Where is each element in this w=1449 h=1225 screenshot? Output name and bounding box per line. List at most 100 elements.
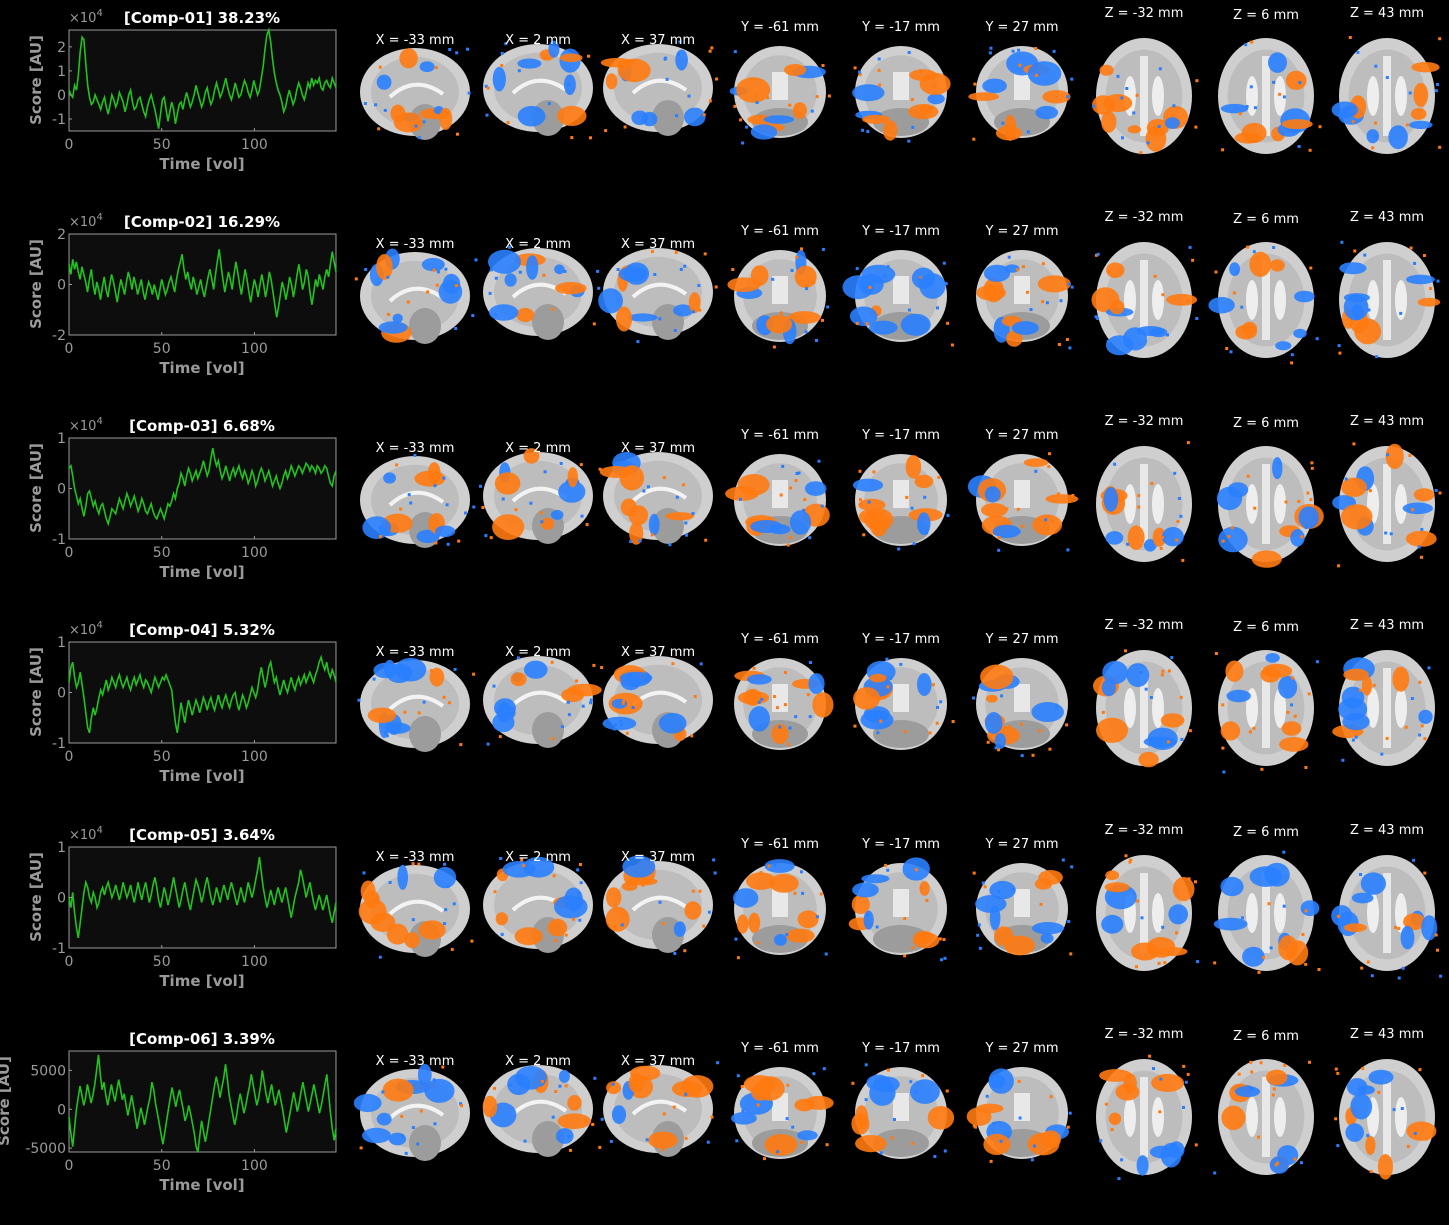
plot-area: [68, 437, 337, 540]
slice-coordinate-label: Y = -61 mm: [741, 224, 819, 239]
plot-area: [68, 641, 337, 744]
brain-slice-image: [1093, 649, 1192, 768]
slice-coordinate-label: X = 37 mm: [620, 645, 696, 660]
slice-coordinate-label: Z = 6 mm: [1233, 1029, 1299, 1044]
slice-coordinate-label: X = 37 mm: [620, 441, 696, 456]
y-tick-label: -1: [52, 112, 66, 128]
y-tick-label: 0: [57, 1102, 66, 1118]
brain-slice-image: [972, 658, 1069, 758]
brain-slice-image: [966, 1067, 1072, 1163]
score-trace: [68, 654, 337, 734]
slice-coordinate-label: Z = 43 mm: [1349, 823, 1425, 838]
brain-slice-image: [842, 250, 954, 347]
brain-slice-image: [1331, 36, 1442, 154]
brain-slice-image: [479, 448, 593, 544]
slice-coordinate-label: X = 2 mm: [505, 850, 571, 865]
score-trace: [68, 447, 337, 527]
brain-slice-image: [851, 1063, 955, 1159]
x-tick-label: 50: [153, 1158, 171, 1174]
slice-coordinate-label: X = 2 mm: [505, 645, 571, 660]
brain-slice-image: [1096, 441, 1192, 562]
slice-coordinate-label: Y = -61 mm: [741, 1041, 819, 1056]
y-tick-label: 1: [57, 635, 66, 651]
component-title: [Comp-04] 5.32%: [129, 621, 275, 639]
x-tick-label: 0: [65, 1158, 74, 1174]
slice-coordinate-label: Z = -32 mm: [1104, 6, 1184, 21]
slice-coordinate-label: Y = -17 mm: [862, 837, 940, 852]
slice-coordinate-label: Y = 27 mm: [985, 632, 1059, 647]
y-tick-label: 0: [57, 891, 66, 907]
y-tick-label: 2: [57, 227, 66, 243]
brain-slice-image: [1218, 38, 1322, 154]
slice-coordinate-label: X = 37 mm: [620, 850, 696, 865]
slice-coordinate-label: Z = -32 mm: [1104, 618, 1184, 633]
exponent-label: ×104: [69, 620, 103, 638]
x-axis-label: Time [vol]: [159, 563, 244, 581]
brain-slice-image: [852, 454, 950, 551]
slice-coordinate-label: X = -33 mm: [375, 237, 455, 252]
slice-coordinate-label: Z = 43 mm: [1349, 6, 1425, 21]
score-trace: [68, 26, 337, 129]
brain-slice-image: [1096, 1054, 1198, 1181]
slice-coordinate-label: Y = 27 mm: [985, 428, 1059, 443]
exponent-label: ×104: [69, 212, 103, 230]
brain-slice-image: [853, 657, 955, 750]
brain-slice-image: [358, 862, 474, 959]
y-tick-label: 1: [57, 431, 66, 447]
slice-coordinate-label: Y = -17 mm: [862, 1041, 940, 1056]
slice-coordinate-label: X = 2 mm: [505, 1054, 571, 1069]
slice-coordinate-label: Y = -61 mm: [741, 428, 819, 443]
x-tick-label: 0: [65, 749, 74, 765]
brain-slice-image: [848, 857, 947, 962]
brain-slice-image: [354, 248, 478, 344]
brain-slice-image: [972, 858, 1074, 956]
component-title: [Comp-01] 38.23%: [124, 9, 280, 27]
slice-coordinate-label: Z = -32 mm: [1104, 414, 1184, 429]
brain-slice-image: [1091, 242, 1199, 358]
brain-slice-image: [852, 46, 951, 143]
score-trace: [68, 249, 337, 318]
brain-slice-image: [734, 658, 834, 750]
exponent-label: ×104: [69, 825, 103, 843]
brain-slice-image: [603, 855, 717, 955]
brain-slice-image: [483, 40, 593, 140]
brain-slice-image: [1213, 850, 1321, 974]
slice-coordinate-label: X = -33 mm: [375, 441, 455, 456]
x-tick-label: 100: [241, 137, 268, 153]
x-tick-label: 100: [241, 545, 268, 561]
slice-coordinate-label: Z = 6 mm: [1233, 8, 1299, 23]
x-tick-label: 100: [241, 749, 268, 765]
brain-slice-image: [727, 247, 830, 349]
slice-coordinate-label: Z = -32 mm: [1104, 210, 1184, 225]
brain-slice-image: [976, 250, 1074, 350]
brain-slice-image: [1216, 446, 1324, 568]
brain-slice-image: [1096, 854, 1200, 971]
slice-coordinate-label: Z = 43 mm: [1349, 618, 1425, 633]
slice-coordinate-label: Z = -32 mm: [1104, 1027, 1184, 1042]
y-axis-label: Score [AU]: [27, 852, 45, 942]
brain-slice-image: [357, 657, 476, 752]
brain-slice-image: [598, 451, 713, 547]
slice-coordinate-label: Y = -17 mm: [862, 428, 940, 443]
y-tick-label: 1: [57, 840, 66, 856]
exponent-label: ×104: [69, 416, 103, 434]
brain-slice-image: [967, 452, 1079, 552]
x-tick-label: 50: [153, 954, 171, 970]
slice-coordinate-label: Z = 6 mm: [1233, 620, 1299, 635]
slice-coordinate-label: Z = 43 mm: [1349, 1027, 1425, 1042]
x-axis-label: Time [vol]: [159, 155, 244, 173]
brain-slice-image: [968, 46, 1074, 141]
x-tick-label: 100: [241, 1158, 268, 1174]
slice-coordinate-label: Y = 27 mm: [985, 20, 1059, 35]
brain-slice-image: [1337, 240, 1441, 359]
y-tick-label: -1: [52, 532, 66, 548]
x-tick-label: 50: [153, 137, 171, 153]
brain-slice-image: [725, 454, 830, 547]
